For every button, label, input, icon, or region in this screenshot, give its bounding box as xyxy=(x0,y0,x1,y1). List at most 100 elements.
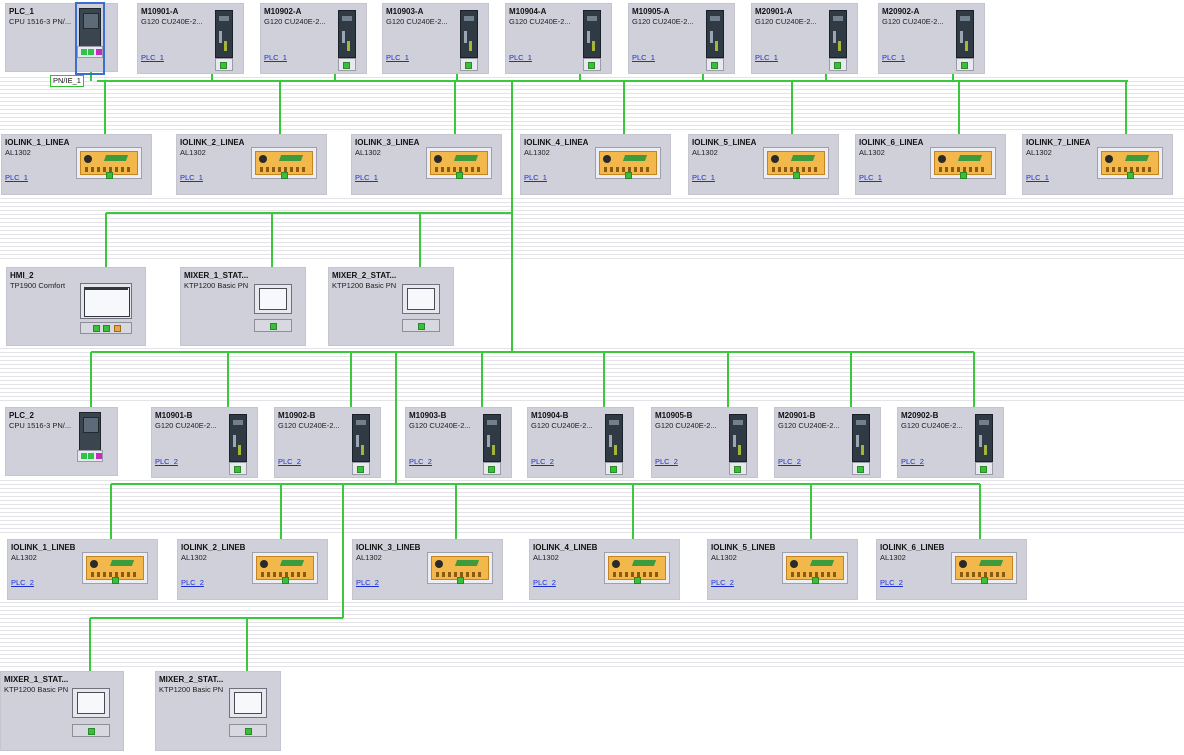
controller-link[interactable]: PLC_1 xyxy=(755,53,778,62)
device-name: M20901-A xyxy=(755,7,793,16)
g120-drive-icon xyxy=(729,414,747,476)
controller-link[interactable]: PLC_2 xyxy=(356,578,379,587)
drive-status-icon xyxy=(984,445,987,455)
controller-link[interactable]: PLC_2 xyxy=(181,578,204,587)
ktp-device-mix2b[interactable]: MIXER_2_STAT...KTP1200 Basic PN xyxy=(155,671,281,751)
controller-link[interactable]: PLC_1 xyxy=(180,173,203,182)
ktp-device-mix2a[interactable]: MIXER_2_STAT...KTP1200 Basic PN xyxy=(328,267,454,346)
controller-link[interactable]: PLC_1 xyxy=(882,53,905,62)
ktp-device-mix1b[interactable]: MIXER_1_STAT...KTP1200 Basic PN xyxy=(0,671,124,751)
drive-status-icon xyxy=(609,435,612,447)
al1302-module-icon xyxy=(786,556,844,580)
drive-panel-icon xyxy=(733,420,743,425)
grid-band-line xyxy=(0,121,1184,122)
ifm-logo-icon xyxy=(278,155,304,161)
controller-link[interactable]: PLC_1 xyxy=(5,173,28,182)
controller-link[interactable]: PLC_2 xyxy=(880,578,903,587)
controller-link[interactable]: PLC_2 xyxy=(778,457,801,466)
controller-link[interactable]: PLC_2 xyxy=(533,578,556,587)
device-type: G120 CU240E-2... xyxy=(655,421,717,430)
controller-link[interactable]: PLC_2 xyxy=(409,457,432,466)
grid-band-line xyxy=(0,662,1184,663)
controller-link[interactable]: PLC_2 xyxy=(655,457,678,466)
controller-link[interactable]: PLC_2 xyxy=(901,457,924,466)
diagnostic-icon xyxy=(612,560,620,568)
grid-band-line xyxy=(0,230,1184,231)
ifm-logo-icon xyxy=(957,155,983,161)
drive-status-icon xyxy=(487,435,490,447)
controller-link[interactable]: PLC_1 xyxy=(355,173,378,182)
device-type: G120 CU240E-2... xyxy=(882,17,944,26)
diagnostic-icon xyxy=(90,560,98,568)
device-name: IOLINK_5_LINEA xyxy=(692,138,757,147)
controller-link[interactable]: PLC_1 xyxy=(141,53,164,62)
device-type: AL1302 xyxy=(5,148,31,157)
drive-panel-icon xyxy=(710,16,720,21)
controller-link[interactable]: PLC_2 xyxy=(278,457,301,466)
io-port-row-icon xyxy=(939,167,987,172)
drive-status-icon xyxy=(856,435,859,447)
grid-band-line xyxy=(0,516,1184,517)
controller-link[interactable]: PLC_2 xyxy=(11,578,34,587)
controller-link[interactable]: PLC_1 xyxy=(1026,173,1049,182)
device-name: M10902-A xyxy=(264,7,302,16)
ifm-logo-icon xyxy=(109,560,135,566)
grid-band-line xyxy=(0,364,1184,365)
device-name: M10903-B xyxy=(409,411,447,420)
controller-link[interactable]: PLC_1 xyxy=(632,53,655,62)
controller-link[interactable]: PLC_1 xyxy=(264,53,287,62)
al1302-module-icon xyxy=(430,151,488,175)
controller-link[interactable]: PLC_2 xyxy=(155,457,178,466)
controller-link[interactable]: PLC_1 xyxy=(859,173,882,182)
network-label[interactable]: PN/IE_1 xyxy=(50,75,84,87)
drive-body-icon xyxy=(229,414,247,462)
drive-body-icon xyxy=(338,10,356,58)
ktp-panel-icon xyxy=(402,284,440,314)
controller-link[interactable]: PLC_1 xyxy=(692,173,715,182)
controller-link[interactable]: PLC_1 xyxy=(509,53,532,62)
drive-port-strip xyxy=(852,462,870,475)
device-name: IOLINK_3_LINEA xyxy=(355,138,420,147)
controller-link[interactable]: PLC_1 xyxy=(386,53,409,62)
controller-link[interactable]: PLC_2 xyxy=(531,457,554,466)
grid-band-line xyxy=(0,218,1184,219)
drive-status-icon xyxy=(492,445,495,455)
iolink-master-icon xyxy=(763,147,829,179)
controller-link[interactable]: PLC_1 xyxy=(524,173,547,182)
controller-link[interactable]: PLC_2 xyxy=(711,578,734,587)
ktp-device-mix1a[interactable]: MIXER_1_STAT...KTP1200 Basic PN xyxy=(180,267,306,346)
grid-band-line xyxy=(0,602,1184,603)
ethernet-port-icon xyxy=(281,172,288,179)
